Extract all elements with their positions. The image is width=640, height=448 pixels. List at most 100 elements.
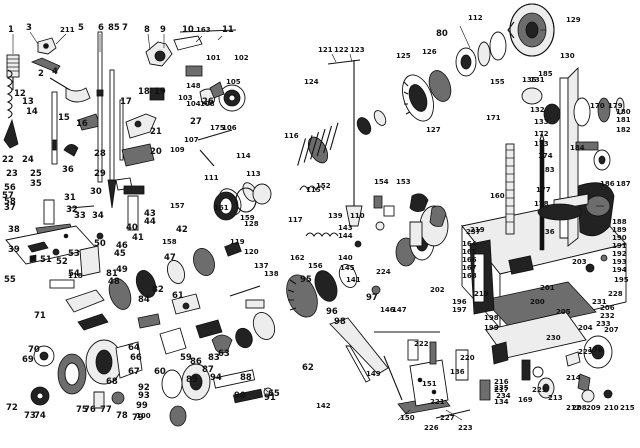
callout-57: 57 bbox=[2, 191, 14, 201]
center-small-parts bbox=[354, 193, 447, 365]
callout-107: 107 bbox=[184, 136, 199, 144]
callout-17: 17 bbox=[120, 97, 132, 107]
callout-144: 144 bbox=[338, 232, 353, 240]
callout-174: 174 bbox=[538, 152, 553, 160]
callout-119: 119 bbox=[230, 238, 245, 246]
callout-215: 215 bbox=[620, 404, 635, 412]
callout-74: 74 bbox=[34, 411, 46, 421]
callout-15: 15 bbox=[58, 113, 70, 123]
callout-229: 229 bbox=[578, 348, 593, 356]
callout-1: 1 bbox=[8, 25, 14, 35]
callout-170: 170 bbox=[590, 102, 605, 110]
callout-182: 182 bbox=[616, 126, 631, 134]
callout-139: 139 bbox=[328, 212, 343, 220]
link-rod bbox=[197, 129, 233, 167]
needle-bar bbox=[96, 31, 124, 209]
callout-218: 218 bbox=[474, 290, 489, 298]
callout-48: 48 bbox=[108, 277, 120, 287]
drive-pulley-lower bbox=[161, 363, 273, 427]
hand-wheel-bearing bbox=[455, 31, 507, 77]
callout-67: 67 bbox=[128, 367, 140, 377]
side-plate bbox=[469, 239, 495, 315]
bobbin-case bbox=[30, 386, 125, 409]
callout-193: 193 bbox=[612, 258, 627, 266]
callout-100: 100 bbox=[136, 412, 151, 420]
callout-5: 5 bbox=[78, 23, 84, 33]
callout-116: 116 bbox=[284, 132, 299, 140]
callout-94: 94 bbox=[210, 373, 222, 383]
callout-172: 172 bbox=[534, 130, 549, 138]
needle-bar-crank bbox=[115, 113, 157, 231]
callout-83: 83 bbox=[208, 353, 220, 363]
callout-31: 31 bbox=[64, 193, 76, 203]
callout-41: 41 bbox=[132, 233, 144, 243]
callout-208: 208 bbox=[572, 404, 587, 412]
callout-227: 227 bbox=[440, 414, 455, 422]
callout-204: 204 bbox=[578, 324, 593, 332]
callout-84: 84 bbox=[138, 295, 150, 305]
callout-161: 161 bbox=[214, 204, 229, 212]
bobbin-winder bbox=[575, 141, 611, 171]
callout-185: 185 bbox=[538, 70, 553, 78]
callout-202: 202 bbox=[430, 286, 445, 294]
callout-38: 38 bbox=[8, 225, 20, 235]
callout-196: 196 bbox=[452, 298, 467, 306]
callout-40: 40 bbox=[126, 223, 138, 233]
callout-9: 9 bbox=[160, 25, 166, 35]
callout-179: 179 bbox=[608, 102, 623, 110]
callout-114: 114 bbox=[236, 152, 251, 160]
rotary-hook bbox=[57, 339, 143, 395]
callout-117: 117 bbox=[288, 216, 303, 224]
callout-129: 129 bbox=[566, 16, 581, 24]
callout-39: 39 bbox=[8, 245, 20, 255]
bottom-rod bbox=[374, 331, 471, 419]
callout-42: 42 bbox=[176, 225, 188, 235]
callout-168: 168 bbox=[462, 272, 477, 280]
callout-24: 24 bbox=[22, 155, 34, 165]
callout-178: 178 bbox=[534, 200, 549, 208]
thumb-screw bbox=[6, 54, 20, 90]
callout-155: 155 bbox=[490, 78, 505, 86]
callout-171: 171 bbox=[486, 114, 501, 122]
callout-205: 205 bbox=[556, 308, 571, 316]
callout-21: 21 bbox=[150, 127, 162, 137]
callout-210: 210 bbox=[604, 404, 619, 412]
callout-88: 88 bbox=[240, 373, 252, 383]
callout-137: 137 bbox=[254, 262, 269, 270]
callout-4: 4 bbox=[52, 67, 58, 77]
callout-18: 18 bbox=[138, 87, 150, 97]
callout-163: 163 bbox=[196, 26, 211, 34]
callout-33: 33 bbox=[74, 211, 86, 221]
callout-28: 28 bbox=[94, 149, 106, 159]
callout-151: 151 bbox=[422, 380, 437, 388]
callout-203: 203 bbox=[572, 258, 587, 266]
callout-81: 81 bbox=[106, 269, 118, 279]
callout-13: 13 bbox=[22, 97, 34, 107]
callout-148: 148 bbox=[186, 82, 201, 90]
callout-231: 231 bbox=[592, 298, 607, 306]
callout-98: 98 bbox=[334, 317, 346, 327]
callout-86: 86 bbox=[190, 357, 202, 367]
callout-123: 123 bbox=[350, 46, 365, 54]
callout-127: 127 bbox=[426, 126, 441, 134]
callout-190: 190 bbox=[612, 234, 627, 242]
callout-150: 150 bbox=[400, 414, 415, 422]
callout-138: 138 bbox=[264, 270, 279, 278]
callout-79: 79 bbox=[132, 413, 144, 423]
callout-186: 186 bbox=[600, 180, 615, 188]
callout-125: 125 bbox=[396, 52, 411, 60]
callout-183: 183 bbox=[540, 166, 555, 174]
upper-shaft-spring bbox=[299, 185, 325, 192]
callout-128: 128 bbox=[244, 220, 259, 228]
callout-140: 140 bbox=[338, 254, 353, 262]
callout-118: 118 bbox=[68, 272, 83, 280]
callout-143: 143 bbox=[338, 224, 353, 232]
callout-111: 111 bbox=[204, 174, 219, 182]
callout-72: 72 bbox=[6, 403, 18, 413]
callout-96: 96 bbox=[326, 307, 338, 317]
callout-223: 223 bbox=[458, 424, 473, 432]
callout-16: 16 bbox=[76, 119, 88, 129]
callout-195: 195 bbox=[614, 276, 629, 284]
